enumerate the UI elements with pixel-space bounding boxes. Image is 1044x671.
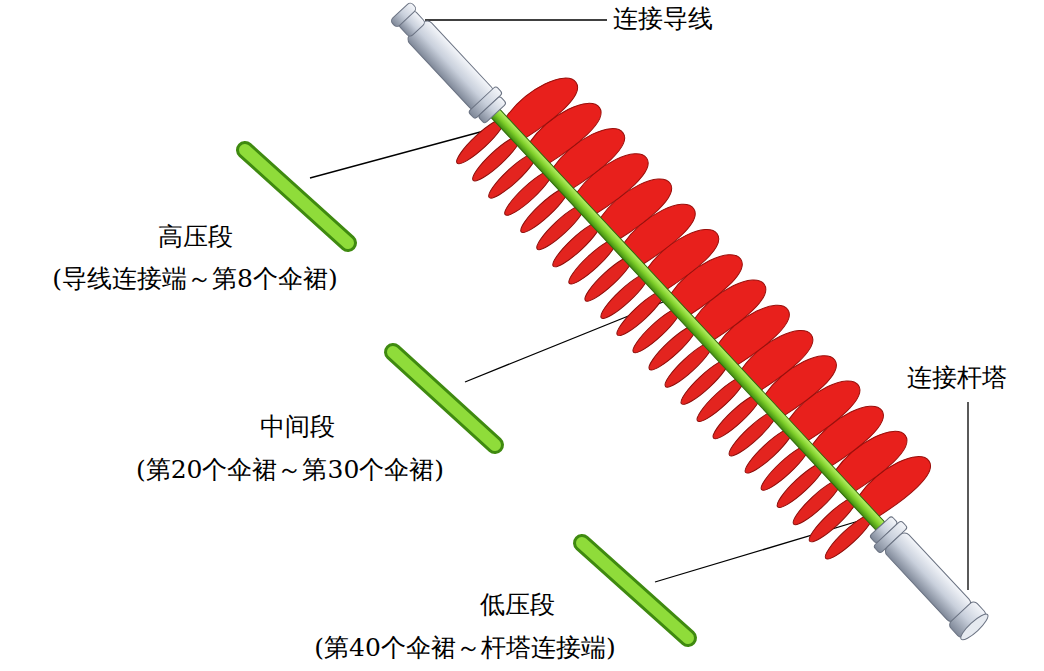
label-text: 连接杆塔 xyxy=(907,363,1007,393)
label-text: (导线连接端～第8个伞裙) xyxy=(52,264,337,294)
rod-segment xyxy=(245,150,688,638)
label-text: 高压段 xyxy=(158,222,233,252)
leader-line xyxy=(310,20,968,590)
label-text: (第40个伞裙～杆塔连接端) xyxy=(314,633,615,663)
label-text: 连接导线 xyxy=(613,4,713,34)
composite-insulator xyxy=(355,0,1037,671)
label-text: 低压段 xyxy=(480,590,555,620)
label-text: (第20个伞裙～第30个伞裙) xyxy=(136,455,444,485)
label-text: 中间段 xyxy=(260,412,335,442)
